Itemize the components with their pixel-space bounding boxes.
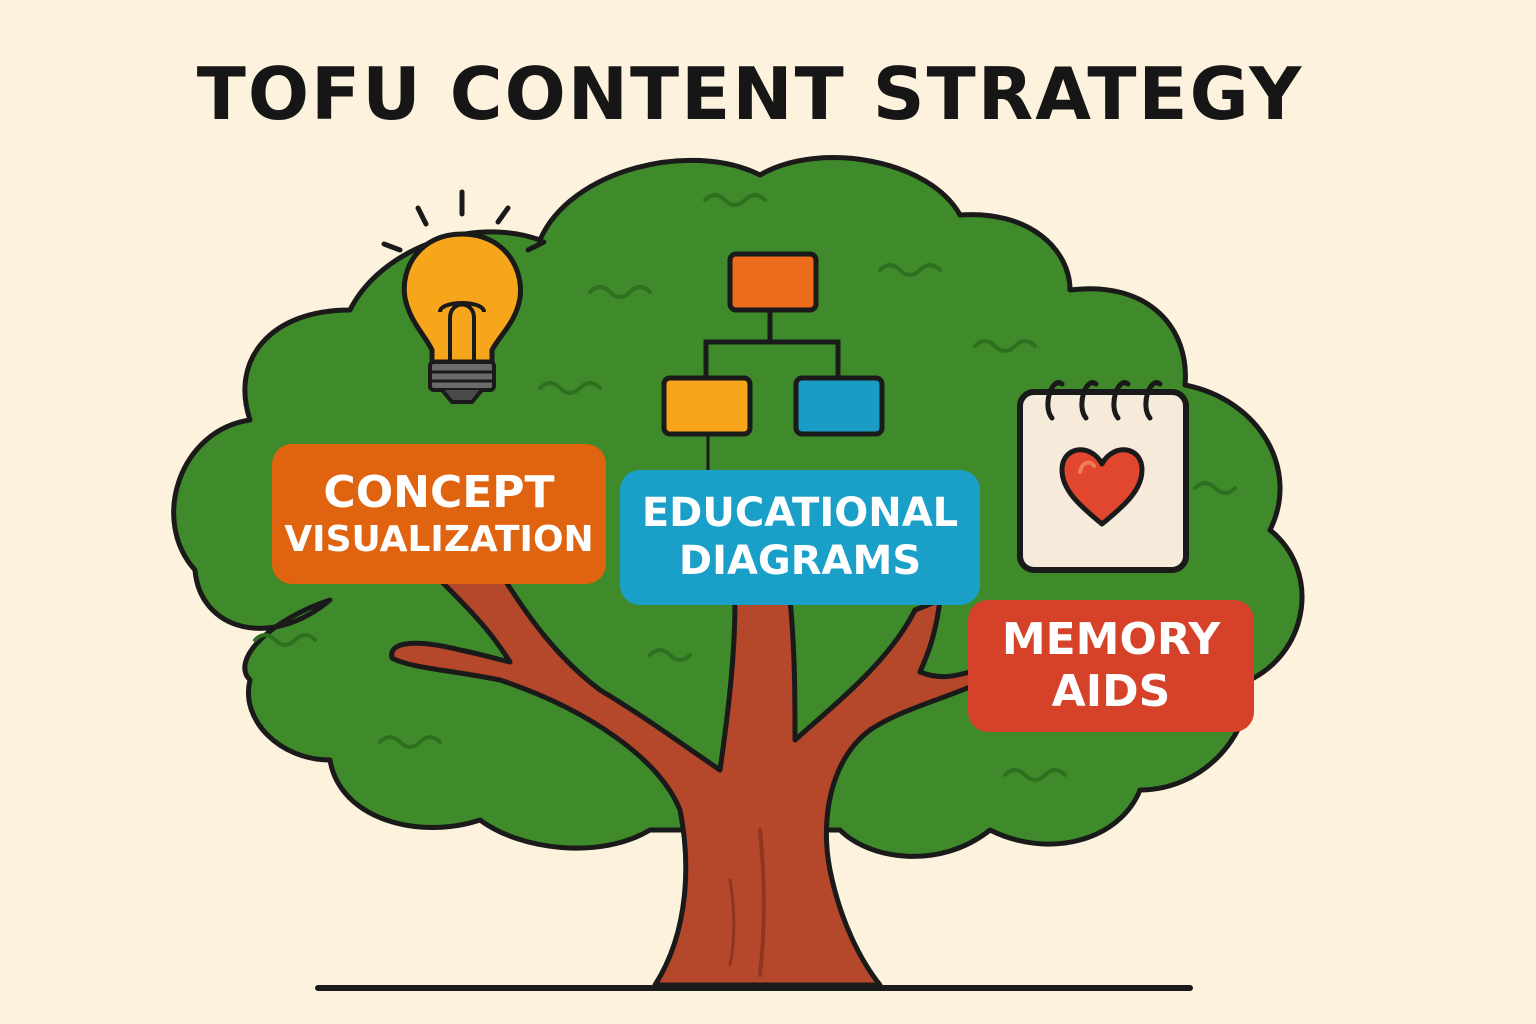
label-line-2: DIAGRAMS — [678, 537, 922, 584]
label-line-1: CONCEPT — [323, 466, 555, 518]
label-line-2: AIDS — [1051, 666, 1171, 717]
page-title: TOFU CONTENT STRATEGY — [196, 52, 1304, 136]
tree-trunk — [389, 577, 975, 988]
leaf-marks — [253, 193, 1237, 782]
label-line-1: EDUCATIONAL — [641, 490, 959, 537]
concept-visualization-label: CONCEPT VISUALIZATION — [272, 444, 606, 584]
memory-aids-label: MEMORY AIDS — [968, 600, 1254, 732]
educational-diagrams-label: EDUCATIONAL DIAGRAMS — [620, 470, 980, 605]
label-line-2: VISUALIZATION — [284, 518, 594, 560]
lightbulb-icon — [381, 189, 547, 404]
org-chart-icon — [661, 251, 885, 470]
calendar-heart-icon — [1017, 380, 1189, 573]
label-line-1: MEMORY — [1001, 614, 1221, 666]
